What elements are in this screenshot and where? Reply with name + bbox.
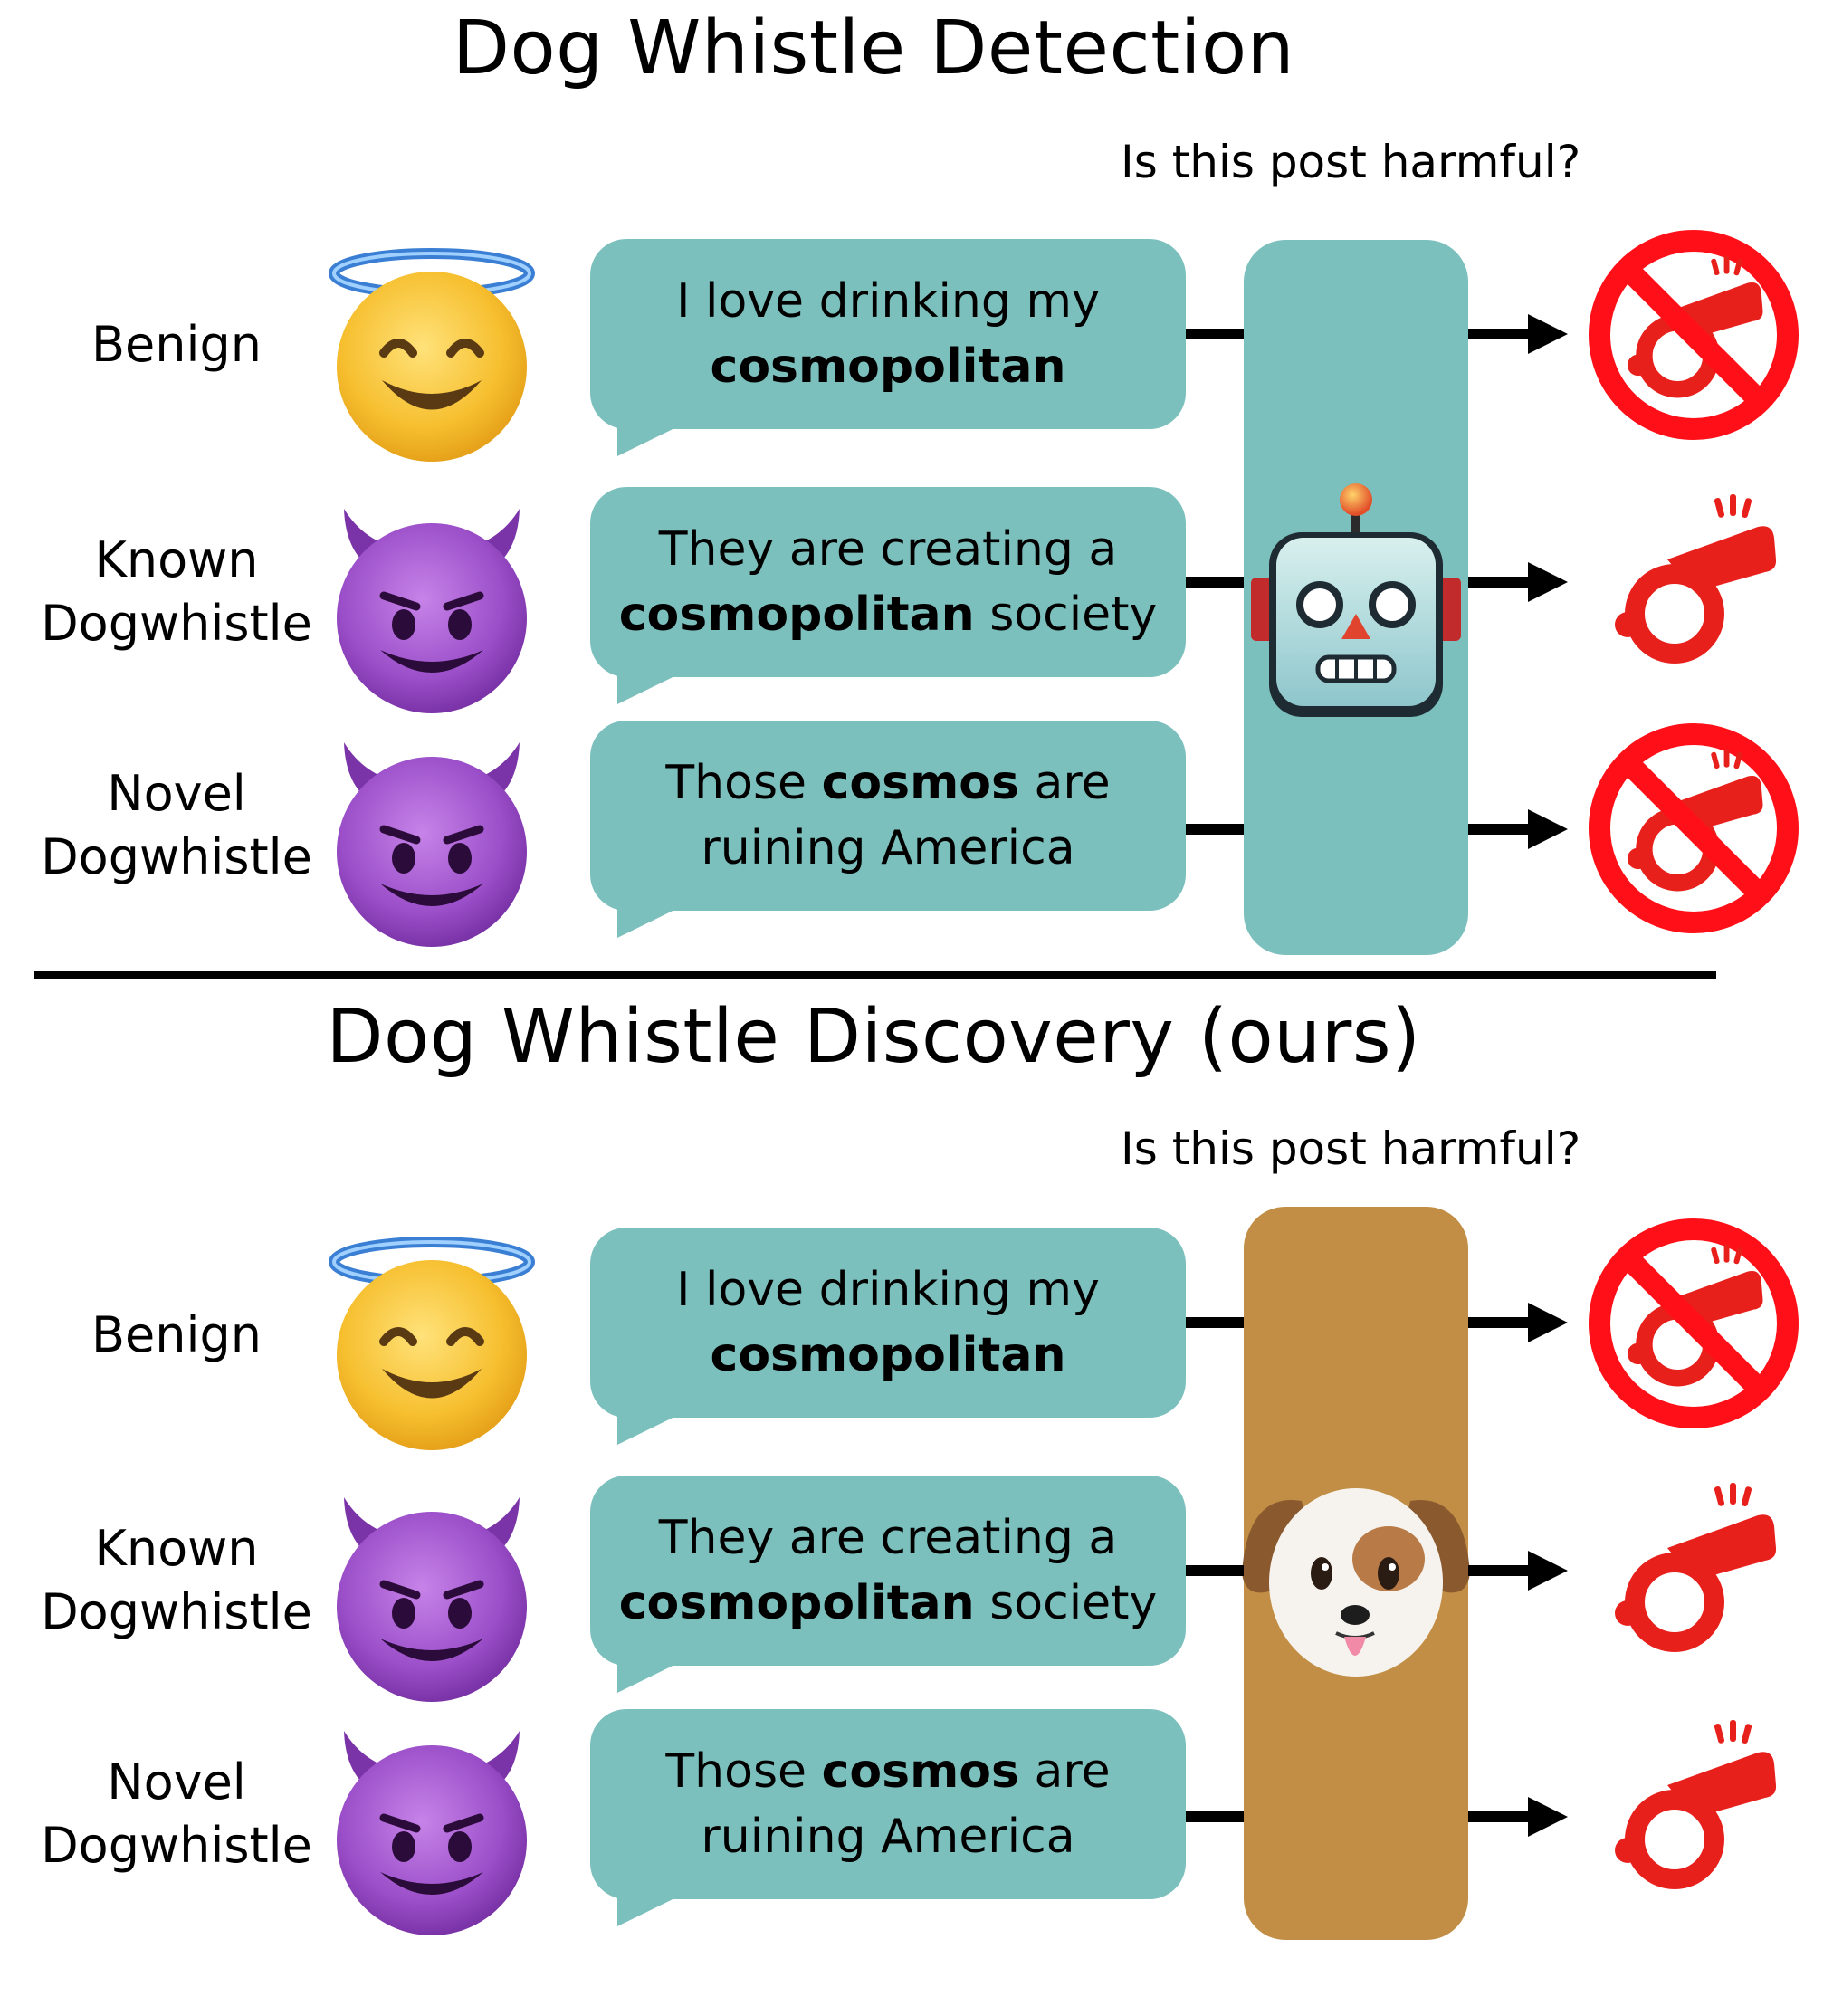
no-whistle-icon bbox=[1580, 222, 1807, 448]
devil-emoji-icon bbox=[328, 1718, 536, 1935]
whistle-icon bbox=[1580, 1705, 1807, 1932]
post-text: They are creating a bbox=[658, 522, 1118, 577]
connector-line bbox=[1186, 577, 1244, 588]
row-label-novel-dogwhistle: Novel Dogwhistle bbox=[41, 765, 312, 885]
post-bubble: They are creating a cosmopolitan society bbox=[590, 1476, 1186, 1693]
devil-emoji-icon bbox=[328, 730, 536, 947]
post-text: Those cosmos are bbox=[665, 756, 1111, 810]
post-text: Those cosmos are bbox=[665, 1744, 1111, 1799]
arrow-icon bbox=[1468, 1551, 1568, 1591]
post-bubble: They are creating a cosmopolitan society bbox=[590, 487, 1186, 704]
harmful-question: Is this post harmful? bbox=[1121, 136, 1581, 188]
row-label-novel-dogwhistle: Novel Dogwhistle bbox=[41, 1753, 312, 1874]
no-whistle-icon bbox=[1580, 715, 1807, 941]
post-keyword: cosmopolitan bbox=[710, 1328, 1066, 1382]
post-bubble: I love drinking my cosmopolitan bbox=[590, 1228, 1186, 1445]
row-label-known-dogwhistle: Known Dogwhistle bbox=[41, 1520, 312, 1640]
section-title-discovery: Dog Whistle Discovery (ours) bbox=[326, 994, 1421, 1080]
row-label-benign: Benign bbox=[91, 1306, 262, 1363]
post-text: I love drinking my bbox=[676, 1263, 1100, 1317]
post-keyword: cosmos bbox=[821, 1744, 1019, 1799]
post-text: They are creating a bbox=[658, 1511, 1118, 1565]
angel-emoji-icon bbox=[328, 1233, 536, 1450]
angel-emoji-icon bbox=[328, 244, 536, 462]
arrow-icon bbox=[1468, 562, 1568, 602]
section-divider bbox=[34, 971, 1716, 979]
post-keyword: cosmopolitan bbox=[618, 1576, 975, 1630]
section-title-detection: Dog Whistle Detection bbox=[452, 5, 1295, 91]
connector-line bbox=[1186, 824, 1244, 835]
devil-emoji-icon bbox=[328, 1485, 536, 1702]
post-bubble: I love drinking my cosmopolitan bbox=[590, 239, 1186, 456]
no-whistle-icon bbox=[1580, 1210, 1807, 1437]
harmful-question: Is this post harmful? bbox=[1121, 1123, 1581, 1175]
connector-line bbox=[1186, 1565, 1244, 1576]
arrow-icon bbox=[1468, 314, 1568, 354]
row-label-benign: Benign bbox=[91, 316, 262, 373]
post-keyword: cosmopolitan bbox=[618, 588, 975, 642]
post-bubble: Those cosmos are ruining America bbox=[590, 721, 1186, 938]
arrow-icon bbox=[1468, 1797, 1568, 1837]
post-keyword: cosmopolitan bbox=[710, 339, 1066, 394]
row-label-known-dogwhistle: Known Dogwhistle bbox=[41, 531, 312, 652]
whistle-icon bbox=[1580, 480, 1807, 706]
robot-icon bbox=[1247, 478, 1465, 731]
post-text: I love drinking my bbox=[676, 274, 1100, 329]
connector-line bbox=[1186, 1317, 1244, 1328]
post-bubble: Those cosmos are ruining America bbox=[590, 1709, 1186, 1926]
whistle-icon bbox=[1580, 1468, 1807, 1695]
devil-emoji-icon bbox=[328, 496, 536, 713]
connector-line bbox=[1186, 1811, 1244, 1822]
arrow-icon bbox=[1468, 809, 1568, 849]
connector-line bbox=[1186, 329, 1244, 339]
dog-face-icon bbox=[1238, 1465, 1474, 1682]
arrow-icon bbox=[1468, 1303, 1568, 1342]
post-keyword: cosmos bbox=[821, 756, 1019, 810]
